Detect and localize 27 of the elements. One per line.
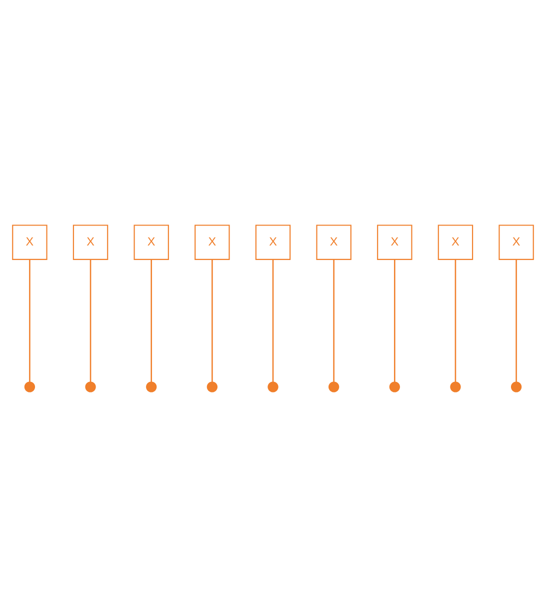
connector [516, 258, 517, 382]
node-box: X [498, 224, 534, 260]
node-box: X [255, 224, 291, 260]
node-circle [146, 381, 157, 392]
connector [90, 258, 92, 382]
node-circle [206, 381, 218, 392]
node-box: X [72, 224, 108, 260]
node-box: X [438, 224, 474, 260]
connector [333, 258, 334, 382]
node-circle [85, 381, 96, 392]
node-box: X [12, 224, 48, 260]
node-box: X [377, 224, 412, 260]
connector [272, 258, 274, 382]
connector [150, 258, 152, 382]
node-box: X [134, 224, 169, 260]
node-box: X [194, 224, 230, 260]
node-circle [268, 381, 278, 392]
connector [29, 258, 30, 382]
node-circle [328, 381, 340, 392]
node-circle [510, 381, 522, 392]
connector [212, 258, 213, 382]
node-box: X [316, 224, 352, 260]
node-circle [389, 381, 400, 392]
node-circle [24, 381, 36, 392]
node-circle [450, 381, 461, 392]
connector [394, 258, 396, 382]
connector [454, 258, 456, 382]
